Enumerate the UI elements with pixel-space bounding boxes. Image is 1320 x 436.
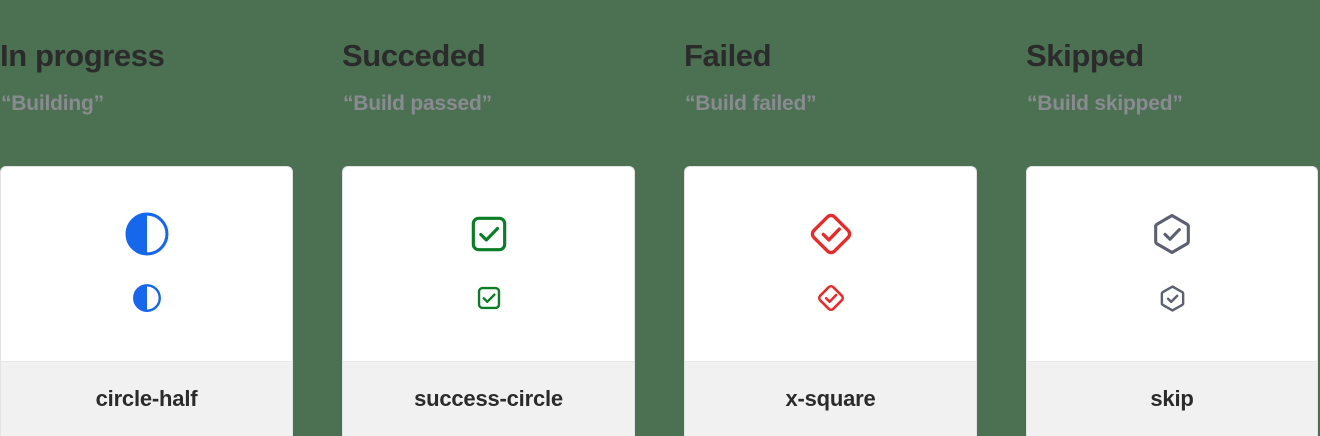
icon-card[interactable]: skip bbox=[1026, 166, 1318, 436]
success-circle-icon bbox=[466, 211, 512, 257]
status-caption: “Building” bbox=[1, 92, 104, 115]
icon-name-strip: x-square bbox=[685, 361, 976, 436]
icon-name-strip: success-circle bbox=[343, 361, 634, 436]
page-title: Failed bbox=[684, 38, 772, 73]
x-square-icon bbox=[808, 211, 854, 257]
success-circle-icon bbox=[474, 283, 504, 313]
status-caption: “Build failed” bbox=[685, 92, 817, 115]
status-column-failed: Failed “Build failed” bbox=[684, 0, 1026, 436]
x-square-icon bbox=[816, 283, 846, 313]
icon-preview-area bbox=[343, 167, 634, 361]
status-caption: “Build passed” bbox=[343, 92, 492, 115]
icon-name-label: x-square bbox=[785, 386, 876, 411]
circle-half-icon bbox=[132, 283, 162, 313]
page-title: Skipped bbox=[1026, 38, 1144, 73]
status-column-succeded: Succeded “Build passed” su bbox=[342, 0, 684, 436]
icon-name-label: skip bbox=[1150, 386, 1194, 411]
icon-name-label: circle-half bbox=[95, 386, 198, 411]
status-column-skipped: Skipped “Build skipped” sk bbox=[1026, 0, 1320, 436]
icon-name-strip: circle-half bbox=[1, 361, 292, 436]
icon-card[interactable]: success-circle bbox=[342, 166, 635, 436]
circle-half-icon bbox=[124, 211, 170, 257]
icon-card[interactable]: circle-half bbox=[0, 166, 293, 436]
icon-preview-area bbox=[1027, 167, 1317, 361]
skip-icon bbox=[1149, 211, 1195, 257]
icon-name-strip: skip bbox=[1027, 361, 1317, 436]
skip-icon bbox=[1157, 283, 1187, 313]
icon-name-label: success-circle bbox=[414, 386, 563, 411]
icon-preview-area bbox=[1, 167, 292, 361]
status-caption: “Build skipped” bbox=[1027, 92, 1183, 115]
status-column-in-progress: In progress “Building” cir bbox=[0, 0, 342, 436]
page-title: Succeded bbox=[342, 38, 486, 73]
icon-card[interactable]: x-square bbox=[684, 166, 977, 436]
icon-preview-area bbox=[685, 167, 976, 361]
page-title: In progress bbox=[0, 38, 165, 73]
